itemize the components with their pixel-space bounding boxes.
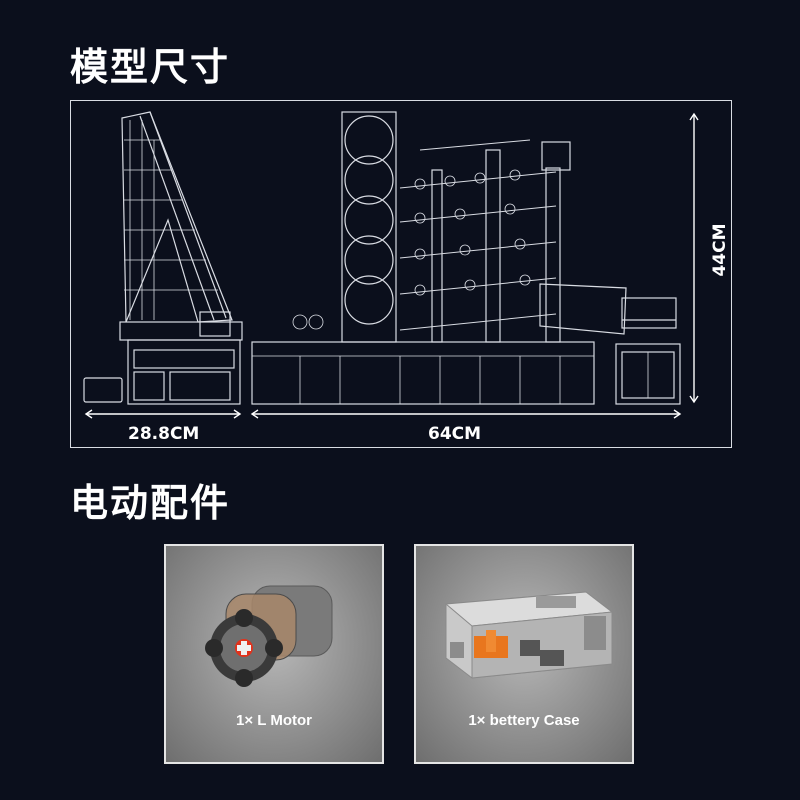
front-view-drawing — [251, 111, 681, 405]
dimension-arrows — [84, 112, 699, 419]
battery-case-card: 1× bettery Case — [414, 544, 634, 764]
dimensions-title: 模型尺寸 — [70, 45, 231, 89]
side-view-drawing — [83, 111, 243, 405]
battery-case-icon — [444, 591, 614, 679]
parts-title: 电动配件 — [70, 481, 231, 525]
dimensions-frame — [70, 100, 732, 448]
side-width-label: 28.8CM — [128, 424, 200, 444]
motor-card: 1× L Motor — [164, 544, 384, 764]
height-label: 44CM — [710, 223, 730, 277]
front-width-label: 64CM — [428, 424, 482, 444]
motor-label: 1× L Motor — [236, 712, 312, 729]
battery-case-label: 1× bettery Case — [468, 712, 580, 729]
model-blueprint-drawing — [83, 111, 699, 419]
motor-icon — [205, 585, 333, 687]
